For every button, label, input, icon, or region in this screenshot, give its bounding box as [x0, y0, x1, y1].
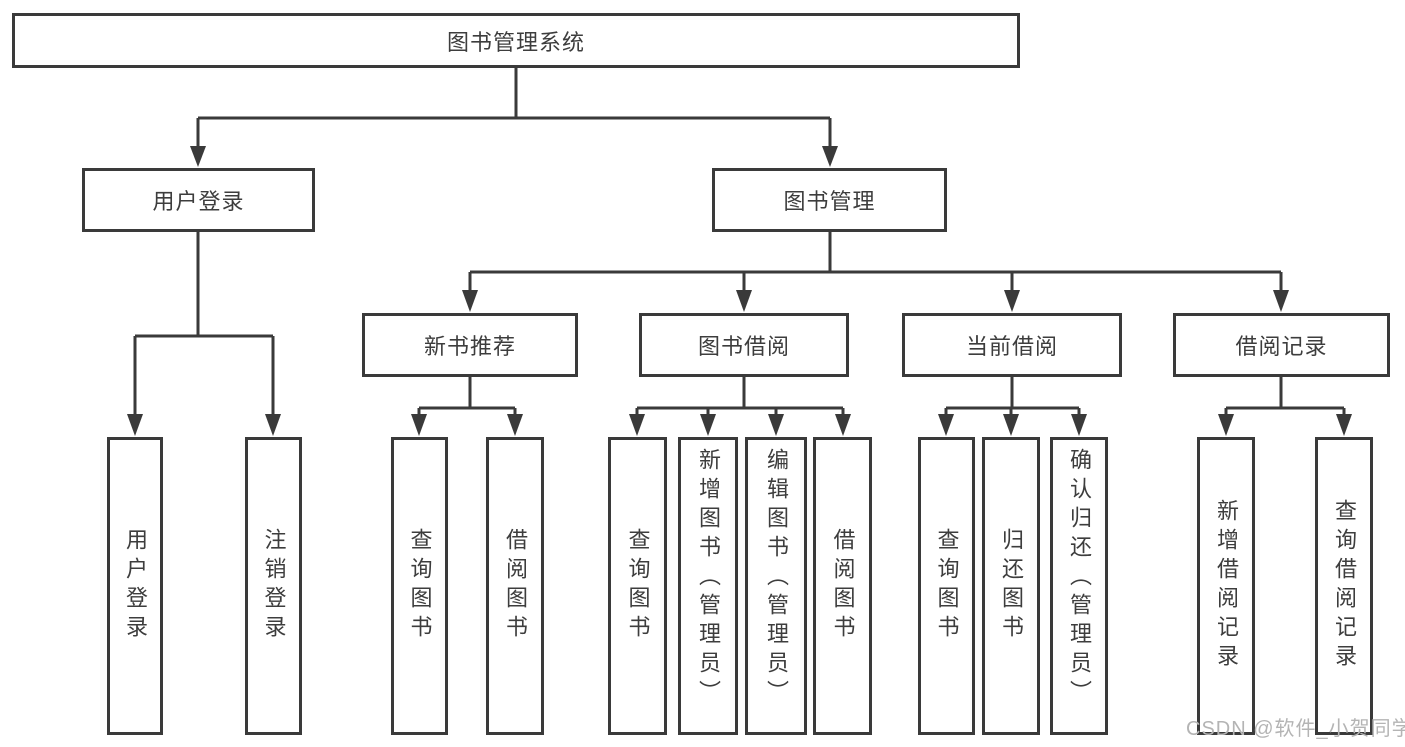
leaf-bb-edit-book-admin-label: 编辑图书（管理员） — [764, 448, 789, 709]
node-user-login: 用户登录 — [82, 168, 315, 232]
leaf-bb-add-book-admin-label: 新增图书（管理员） — [696, 448, 721, 709]
leaf-nbr-borrow-book-label: 借阅图书 — [503, 528, 528, 644]
leaf-cb-query-book-label: 查询图书 — [934, 528, 960, 644]
node-new-book-recommend-label: 新书推荐 — [423, 334, 516, 359]
leaf-nbr-borrow-book: 借阅图书 — [486, 437, 544, 735]
leaf-logout-login-label: 注销登录 — [261, 528, 287, 644]
leaf-bb-edit-book-admin: 编辑图书（管理员） — [745, 437, 807, 735]
node-book-borrow: 图书借阅 — [639, 313, 849, 377]
leaf-nbr-query-book-label: 查询图书 — [407, 528, 433, 644]
node-book-management: 图书管理 — [712, 168, 947, 232]
leaf-cb-confirm-return-admin-label: 确认归还（管理员） — [1067, 448, 1092, 709]
leaf-nbr-query-book: 查询图书 — [391, 437, 448, 735]
leaf-cb-query-book: 查询图书 — [918, 437, 975, 735]
leaf-bb-add-book-admin: 新增图书（管理员） — [678, 437, 738, 735]
node-root-system-label: 图书管理系统 — [446, 29, 585, 55]
leaf-logout-login: 注销登录 — [245, 437, 302, 735]
leaf-cb-return-book-label: 归还图书 — [999, 528, 1024, 644]
node-new-book-recommend: 新书推荐 — [362, 313, 578, 377]
leaf-br-query-record-label: 查询借阅记录 — [1332, 499, 1357, 673]
leaf-user-login: 用户登录 — [107, 437, 163, 735]
leaf-br-query-record: 查询借阅记录 — [1315, 437, 1373, 735]
leaf-bb-borrow-book-label: 借阅图书 — [830, 528, 856, 644]
node-borrow-record: 借阅记录 — [1173, 313, 1390, 377]
node-current-borrow: 当前借阅 — [902, 313, 1122, 377]
node-borrow-record-label: 借阅记录 — [1235, 334, 1328, 359]
leaf-cb-confirm-return-admin: 确认归还（管理员） — [1050, 437, 1108, 735]
leaf-br-add-record-label: 新增借阅记录 — [1214, 499, 1239, 673]
leaf-user-login-label: 用户登录 — [123, 528, 148, 644]
leaf-bb-borrow-book: 借阅图书 — [813, 437, 872, 735]
node-book-management-label: 图书管理 — [783, 189, 876, 214]
leaf-bb-query-book-label: 查询图书 — [625, 528, 651, 644]
node-book-borrow-label: 图书借阅 — [697, 334, 790, 359]
csdn-watermark: CSDN @软件_小贺同学 — [1186, 718, 1405, 740]
node-root-system: 图书管理系统 — [12, 13, 1020, 68]
leaf-cb-return-book: 归还图书 — [982, 437, 1040, 735]
leaf-br-add-record: 新增借阅记录 — [1197, 437, 1255, 735]
node-current-borrow-label: 当前借阅 — [965, 334, 1058, 359]
node-user-login-label: 用户登录 — [152, 189, 245, 214]
leaf-bb-query-book: 查询图书 — [608, 437, 667, 735]
